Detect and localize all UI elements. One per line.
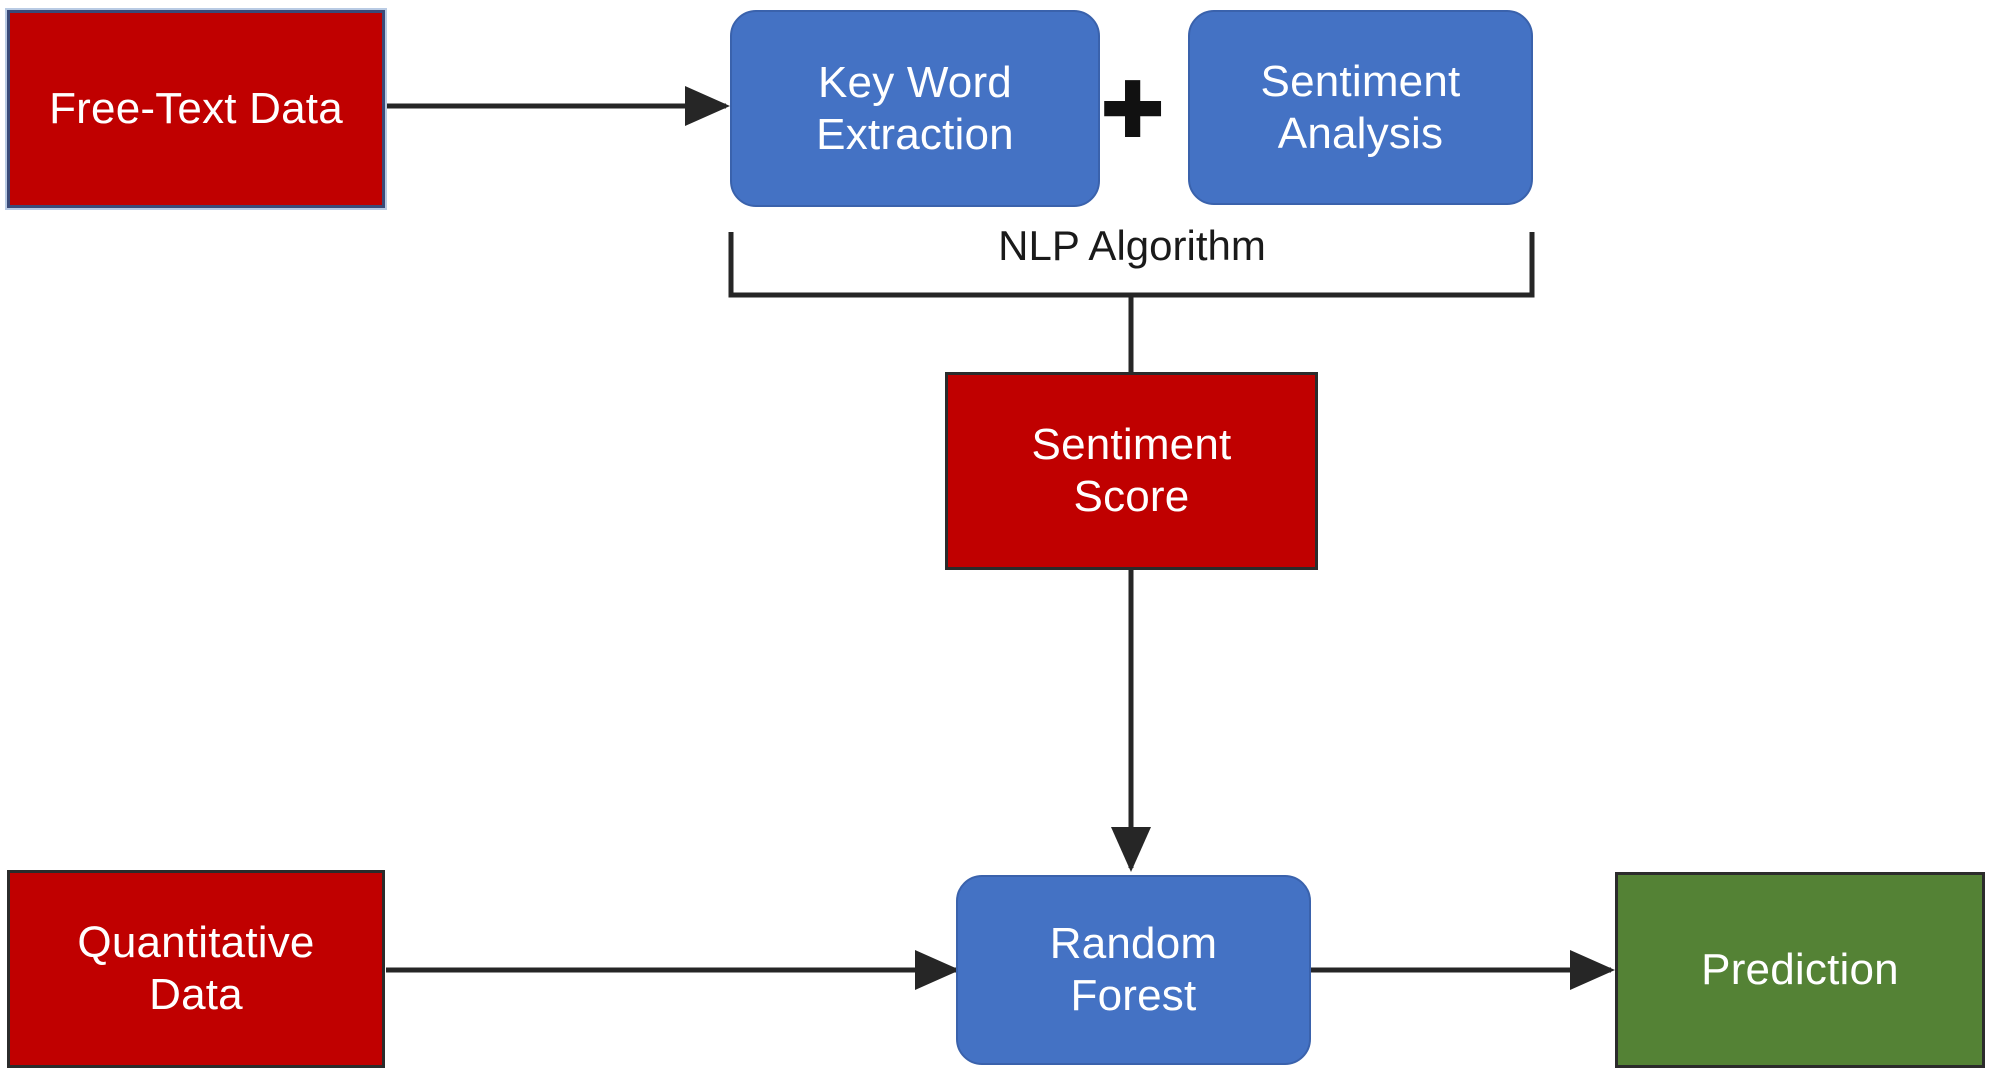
node-random-forest[interactable]: Random Forest bbox=[956, 875, 1311, 1065]
node-sentiment-score[interactable]: Sentiment Score bbox=[945, 372, 1318, 570]
node-quantitative-data[interactable]: Quantitative Data bbox=[7, 870, 385, 1068]
node-free-text-data[interactable]: Free-Text Data bbox=[7, 10, 385, 208]
node-prediction[interactable]: Prediction bbox=[1615, 872, 1985, 1068]
plus-icon: ✚ bbox=[1100, 66, 1166, 156]
group-label-nlp-algorithm: NLP Algorithm bbox=[998, 222, 1266, 269]
node-sentiment-analysis[interactable]: Sentiment Analysis bbox=[1188, 10, 1533, 205]
node-key-word-extraction[interactable]: Key Word Extraction bbox=[730, 10, 1100, 207]
